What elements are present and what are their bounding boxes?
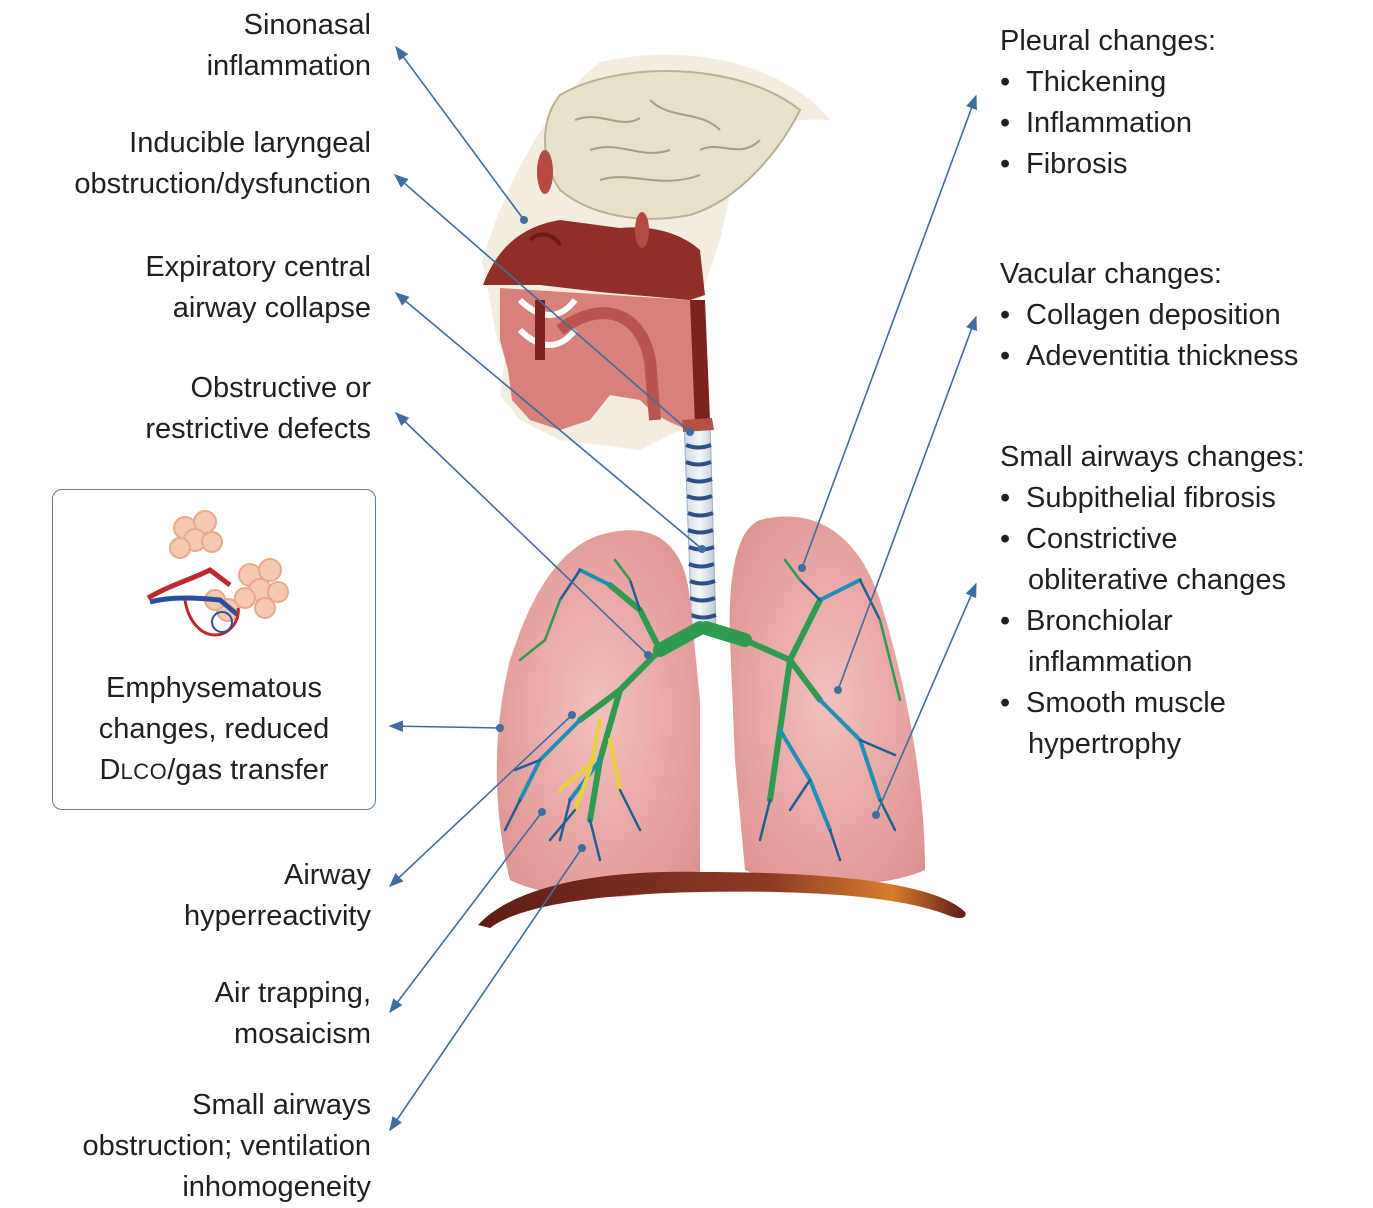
bullet-text: Bronchiolar xyxy=(1026,601,1173,642)
bullet: • xyxy=(1000,601,1026,642)
label-line: Obstructive or xyxy=(145,368,371,409)
emphysema-text: Emphysematous changes, reduced DLCO/gas … xyxy=(53,668,375,792)
bullet-text: Smooth muscle xyxy=(1026,683,1226,724)
bullet-item: •Subpithelial fibrosis xyxy=(1000,478,1305,519)
label-laryngeal: Inducible laryngeal obstruction/dysfunct… xyxy=(74,123,371,205)
label-sinonasal: Sinonasal inflammation xyxy=(207,5,371,87)
bullet-text: Thickening xyxy=(1026,62,1166,103)
pleural-changes-group: Pleural changes: •Thickening •Inflammati… xyxy=(1000,21,1216,185)
bullet-continuation: inflammation xyxy=(1000,642,1305,683)
label-line: Air trapping, xyxy=(215,973,371,1014)
bullet-continuation: obliterative changes xyxy=(1000,560,1305,601)
emphysema-box: Emphysematous changes, reduced DLCO/gas … xyxy=(52,489,376,810)
label-line: Expiratory central xyxy=(145,247,371,288)
label-hyperreactivity: Airway hyperreactivity xyxy=(184,855,371,937)
label-line: Sinonasal xyxy=(207,5,371,46)
dlco-subscript: LCO xyxy=(121,759,168,784)
emphysema-line: changes, reduced xyxy=(53,709,375,750)
label-line: hyperreactivity xyxy=(184,896,371,937)
group-heading: Small airways changes: xyxy=(1000,437,1305,478)
bullet-text: Fibrosis xyxy=(1026,144,1128,185)
bullet-item: •Adeventitia thickness xyxy=(1000,336,1298,377)
bullet-text: Constrictive xyxy=(1026,519,1178,560)
label-obstructive: Obstructive or restrictive defects xyxy=(145,368,371,450)
label-expiratory: Expiratory central airway collapse xyxy=(145,247,371,329)
dlco-line: DLCO/gas transfer xyxy=(53,750,375,792)
bullet: • xyxy=(1000,683,1026,724)
emphysema-line: Emphysematous xyxy=(53,668,375,709)
bullet: • xyxy=(1000,295,1026,336)
bullet: • xyxy=(1000,519,1026,560)
label-line: mosaicism xyxy=(215,1014,371,1055)
bullet-item: •Inflammation xyxy=(1000,103,1216,144)
bullet-text: Adeventitia thickness xyxy=(1026,336,1298,377)
label-line: Inducible laryngeal xyxy=(74,123,371,164)
bullet-item: •Smooth muscle xyxy=(1000,683,1305,724)
small-airways-changes-group: Small airways changes: •Subpithelial fib… xyxy=(1000,437,1305,765)
bullet: • xyxy=(1000,103,1026,144)
group-heading: Vacular changes: xyxy=(1000,254,1298,295)
bullet-item: •Thickening xyxy=(1000,62,1216,103)
label-small-airways-obstruction: Small airways obstruction; ventilation i… xyxy=(82,1085,371,1208)
label-line: obstruction; ventilation xyxy=(82,1126,371,1167)
left-lung xyxy=(497,530,700,897)
bullet-item: •Constrictive xyxy=(1000,519,1305,560)
bullet: • xyxy=(1000,144,1026,185)
vascular-changes-group: Vacular changes: •Collagen deposition •A… xyxy=(1000,254,1298,377)
label-line: inflammation xyxy=(207,46,371,87)
bullet-text: Inflammation xyxy=(1026,103,1192,144)
bullet: • xyxy=(1000,62,1026,103)
label-line: Airway xyxy=(184,855,371,896)
label-line: restrictive defects xyxy=(145,409,371,450)
group-heading: Pleural changes: xyxy=(1000,21,1216,62)
bullet-item: •Bronchiolar xyxy=(1000,601,1305,642)
label-line: inhomogeneity xyxy=(82,1167,371,1208)
label-line: airway collapse xyxy=(145,288,371,329)
label-line: Small airways xyxy=(82,1085,371,1126)
dlco-prefix: D xyxy=(100,754,121,786)
label-air-trapping: Air trapping, mosaicism xyxy=(215,973,371,1055)
label-line: obstruction/dysfunction xyxy=(74,164,371,205)
bullet-text: Collagen deposition xyxy=(1026,295,1281,336)
bullet-text: Subpithelial fibrosis xyxy=(1026,478,1276,519)
bullet: • xyxy=(1000,336,1026,377)
bullet-continuation: hypertrophy xyxy=(1000,724,1305,765)
bullet-item: •Collagen deposition xyxy=(1000,295,1298,336)
bullet-item: •Fibrosis xyxy=(1000,144,1216,185)
bullet: • xyxy=(1000,478,1026,519)
head-sagittal-section xyxy=(482,55,830,450)
dlco-suffix: /gas transfer xyxy=(167,754,328,786)
